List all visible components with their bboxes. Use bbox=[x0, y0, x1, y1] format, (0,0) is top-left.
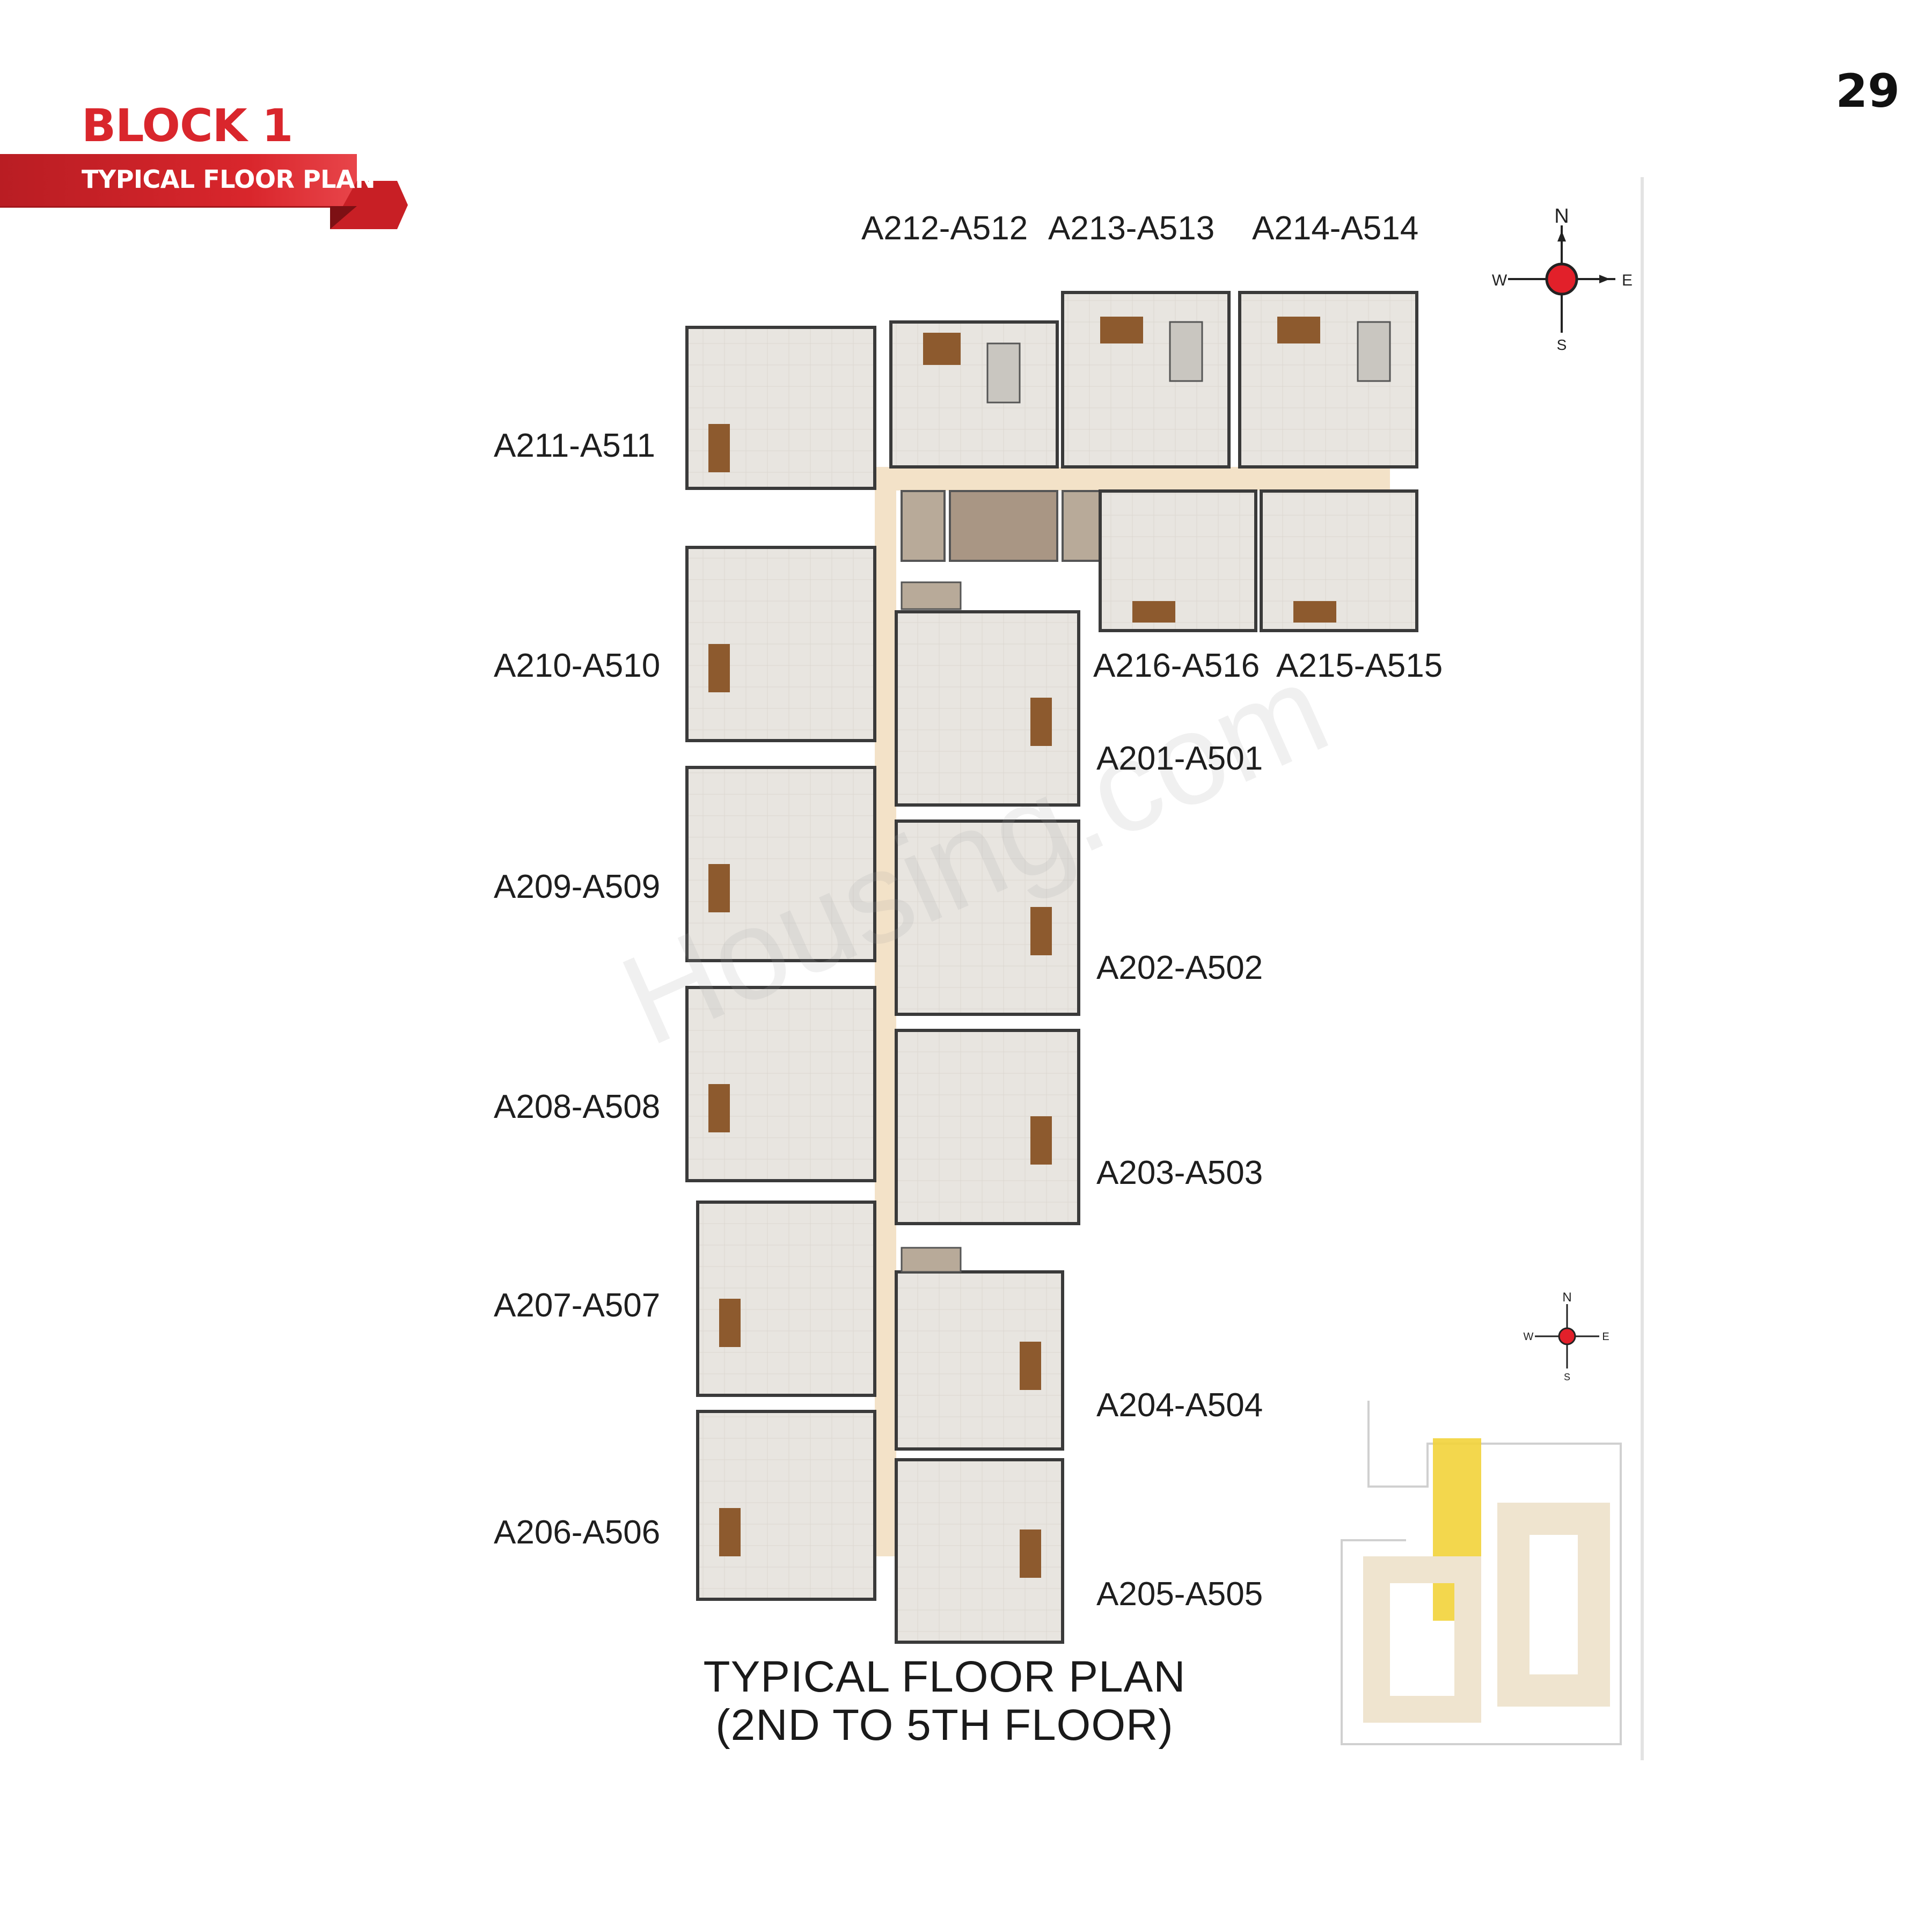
compass-rose-icon: N S E W bbox=[1492, 205, 1633, 353]
ribbon-label: TYPICAL FLOOR PLAN bbox=[82, 165, 376, 194]
north-wing bbox=[889, 291, 1418, 469]
unit-label: A207-A507 bbox=[494, 1287, 661, 1324]
unit-label: A213-A513 bbox=[1048, 210, 1215, 247]
page-number: 29 bbox=[1835, 64, 1900, 118]
block-title: BLOCK 1 bbox=[82, 99, 293, 152]
divider-line bbox=[1641, 177, 1644, 1760]
unit-label: A216-A516 bbox=[1093, 647, 1260, 684]
east-wing bbox=[1099, 489, 1418, 632]
compass-small-east: E bbox=[1602, 1331, 1609, 1343]
compass-east: E bbox=[1622, 272, 1633, 289]
site-key-plan bbox=[1341, 1401, 1622, 1745]
compass-south: S bbox=[1557, 336, 1567, 353]
central-stack bbox=[895, 581, 1080, 1644]
unit-label: A215-A515 bbox=[1276, 647, 1443, 684]
compass-west: W bbox=[1492, 272, 1507, 289]
plan-caption-line1: TYPICAL FLOOR PLAN bbox=[703, 1652, 1186, 1701]
unit-label: A206-A506 bbox=[494, 1514, 661, 1551]
main-corridor bbox=[875, 472, 896, 1556]
west-stack bbox=[685, 326, 876, 1601]
unit-label: A212-A512 bbox=[861, 210, 1028, 247]
compass-small-icon: N S E W bbox=[1524, 1290, 1609, 1382]
compass-small-south: S bbox=[1564, 1372, 1570, 1382]
north-corridor bbox=[875, 467, 1390, 491]
unit-label: A201-A501 bbox=[1096, 740, 1263, 777]
unit-label: A214-A514 bbox=[1252, 210, 1419, 247]
unit-label: A202-A502 bbox=[1096, 949, 1263, 986]
plan-caption-line2: (2ND TO 5TH FLOOR) bbox=[715, 1701, 1174, 1750]
ribbon-banner bbox=[0, 154, 408, 229]
compass-small-north: N bbox=[1562, 1290, 1571, 1305]
unit-label: A208-A508 bbox=[494, 1088, 661, 1125]
plan-caption: TYPICAL FLOOR PLAN (2ND TO 5TH FLOOR) bbox=[590, 1653, 1299, 1750]
staircase-core bbox=[949, 490, 1058, 562]
unit-label: A210-A510 bbox=[494, 647, 661, 684]
lift-core bbox=[901, 490, 946, 562]
floor-plan-drawing bbox=[685, 291, 1418, 1644]
compass-small-west: W bbox=[1524, 1331, 1534, 1343]
compass-north: N bbox=[1554, 205, 1569, 228]
unit-label: A203-A503 bbox=[1096, 1154, 1263, 1191]
unit-label: A204-A504 bbox=[1096, 1387, 1263, 1424]
unit-label: A205-A505 bbox=[1096, 1576, 1263, 1613]
unit-label: A211-A511 bbox=[494, 427, 656, 464]
unit-label: A209-A509 bbox=[494, 868, 661, 905]
